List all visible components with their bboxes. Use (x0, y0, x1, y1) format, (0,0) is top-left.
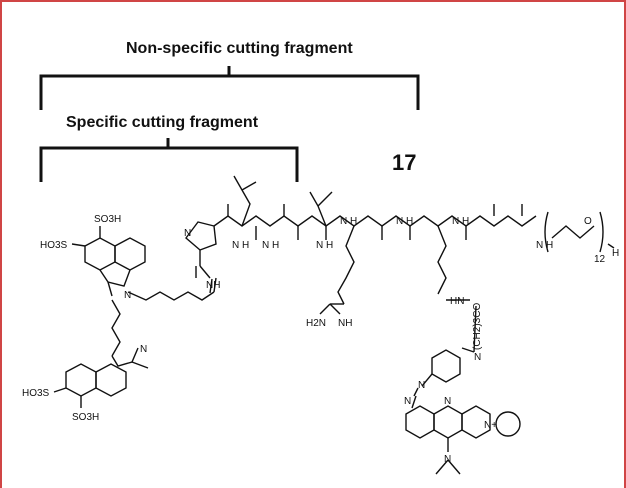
atom-ho3s-top: HO3S (40, 240, 68, 251)
atom-n-phen2: N+ (484, 420, 497, 431)
atom-nh-gly: N H (262, 240, 279, 251)
atom-peg-n: 12 (594, 254, 606, 265)
atom-h-end: H (612, 248, 619, 259)
atom-o-peg: O (584, 216, 592, 227)
specific-fragment-label: Specific cutting fragment (66, 114, 259, 131)
atom-n-cy2: N (140, 344, 147, 355)
nonspecific-bracket (39, 66, 420, 110)
atom-nh-leu: N H (232, 240, 249, 251)
atom-n-phen1: N (444, 396, 451, 407)
atom-so3h-bottom: SO3H (72, 412, 99, 423)
atom-ho3s-bottom: HO3S (22, 388, 50, 399)
atom-n-azo1: N (418, 380, 425, 391)
atom-nh-linker: NH (206, 280, 220, 291)
atom-nh-gly3: N H (452, 216, 469, 227)
atom-n-cy: N (124, 290, 131, 301)
atom-nh-gly2: N H (396, 216, 413, 227)
atom-ch2co: (CH2)3CO (472, 303, 483, 350)
atom-n-pro: N (184, 228, 191, 239)
atom-nh-arg: N H (340, 216, 357, 227)
specific-bracket (39, 138, 299, 182)
atom-so3h-top: SO3H (94, 214, 121, 225)
molecule-bonds (53, 175, 615, 475)
atom-labels: SO3H HO3S N N HO3S SO3H NH N N H N H N H… (22, 214, 619, 465)
atom-nh-lys: HN (450, 296, 464, 307)
compound-number: 17 (392, 150, 417, 175)
atom-nh-arg2: NH (338, 318, 352, 329)
atom-h2n-arg: H2N (306, 318, 326, 329)
atom-n-dye: N (474, 352, 481, 363)
atom-n-azo2: N (404, 396, 411, 407)
atom-nh-val: N H (316, 240, 333, 251)
nonspecific-fragment-label: Non-specific cutting fragment (126, 40, 353, 57)
atom-n-dma: N (444, 454, 451, 465)
atom-nh-peg: N H (536, 240, 553, 251)
